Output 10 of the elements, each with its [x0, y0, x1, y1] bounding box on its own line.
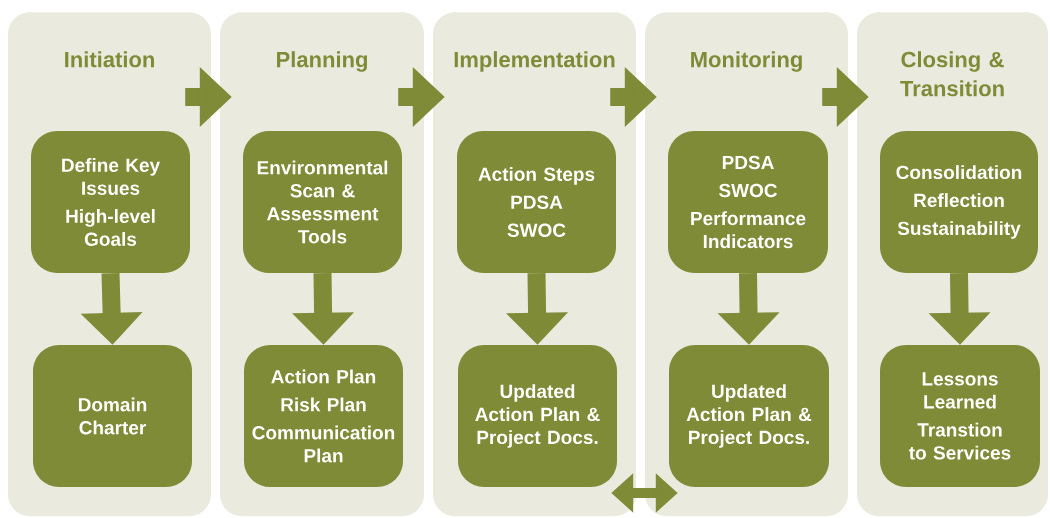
process-box: Consolidation Reflection Sustainability: [880, 131, 1038, 273]
process-box: Action Steps PDSA SWOC: [457, 131, 616, 273]
process-box: Domain Charter: [33, 345, 192, 487]
process-box: Environmental Scan & Assessment Tools: [243, 131, 402, 273]
process-box: Updated Action Plan & Project Docs.: [458, 345, 617, 487]
process-box: Define Key Issues High-level Goals: [31, 131, 190, 273]
process-box: Lessons Learned Transtion to Services: [880, 345, 1040, 487]
process-box: PDSA SWOC Performance Indicators: [668, 131, 828, 273]
process-box: Action Plan Risk Plan Communication Plan: [244, 345, 403, 487]
process-box: Updated Action Plan & Project Docs.: [669, 345, 829, 487]
